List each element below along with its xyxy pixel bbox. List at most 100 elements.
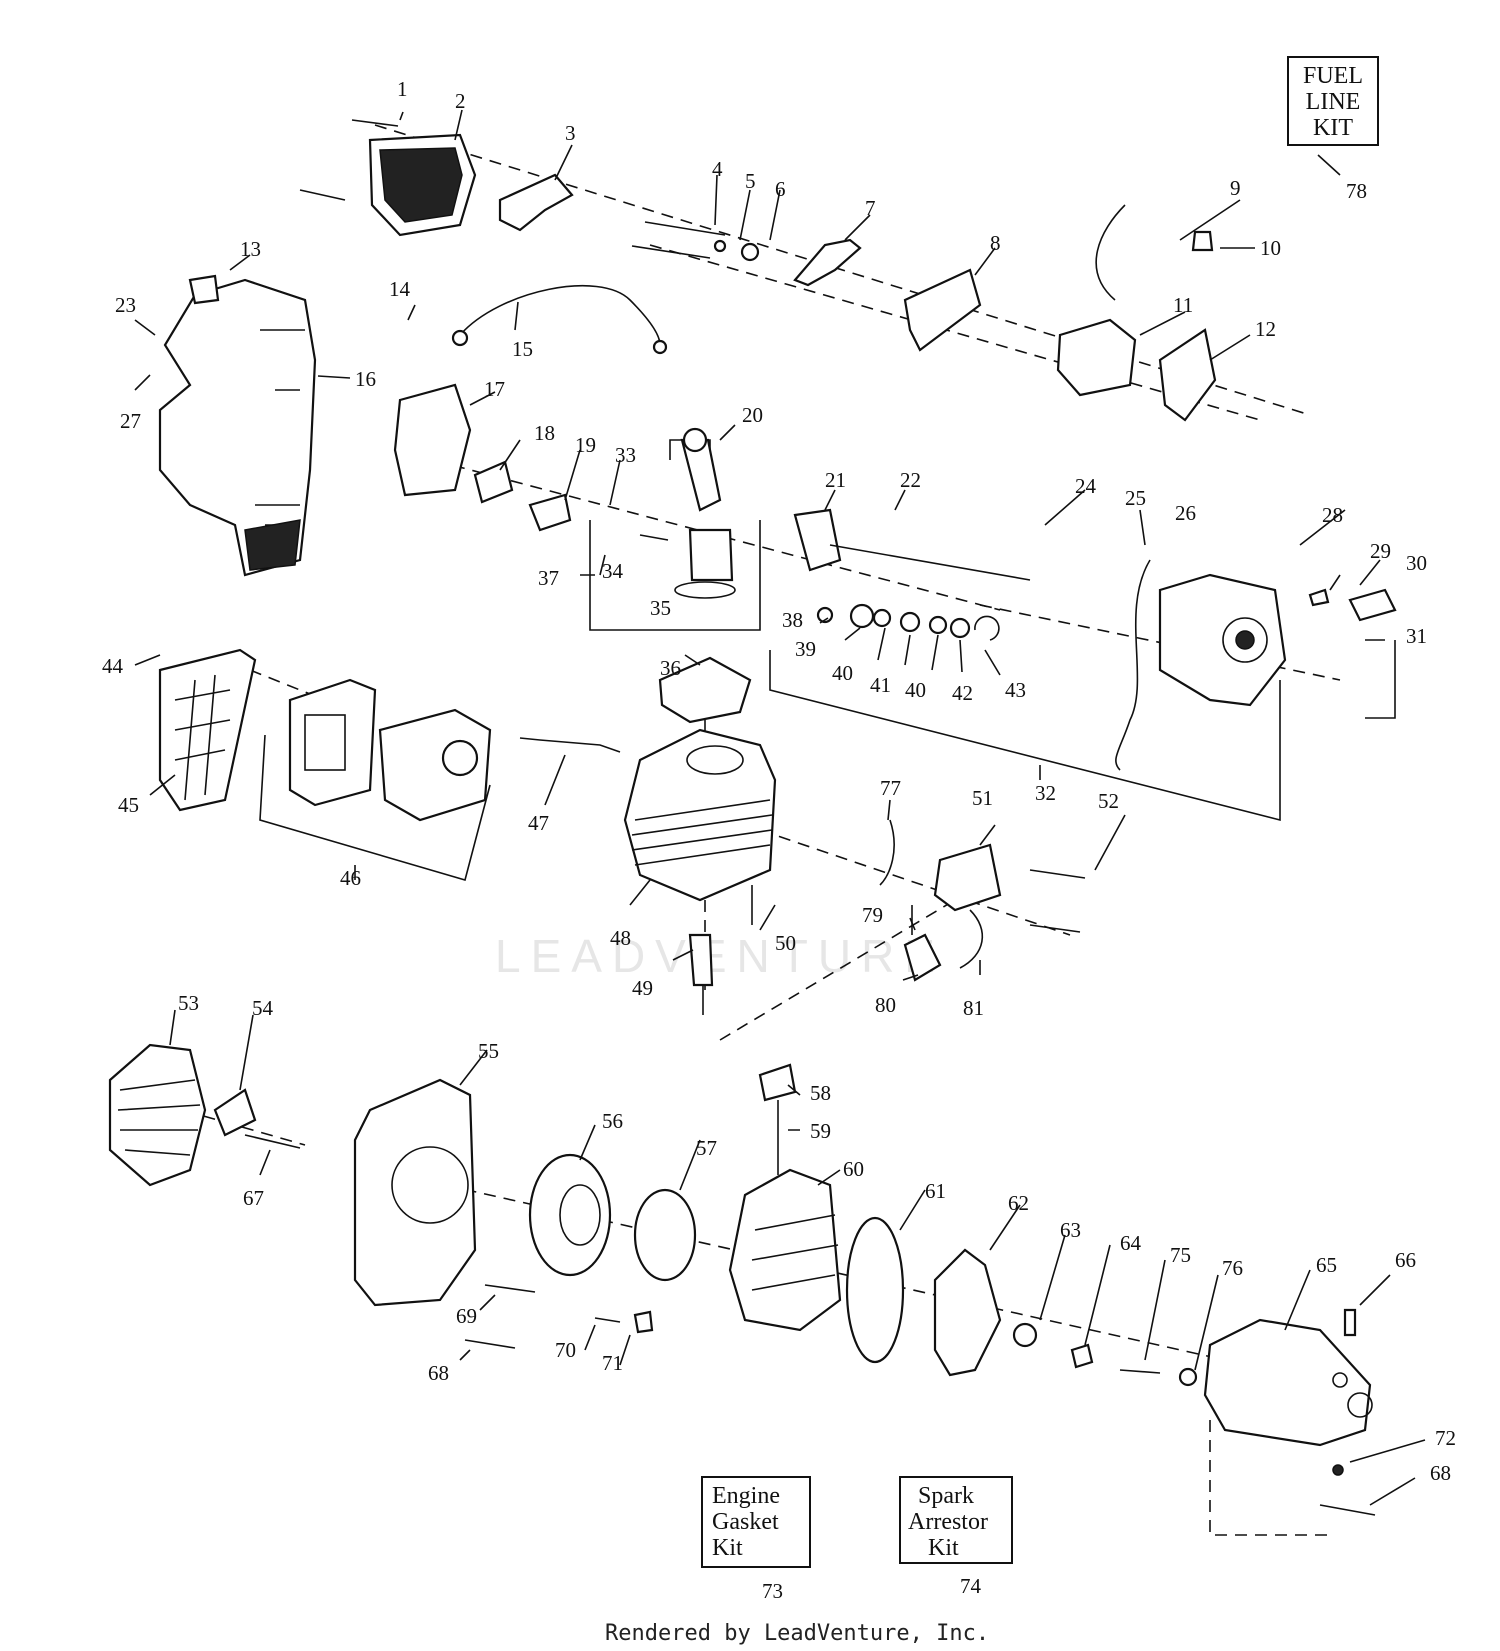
part-46-muffler-assembly	[259, 678, 492, 881]
part-60-starter-housing	[728, 1168, 842, 1332]
label-78: 78	[1346, 179, 1367, 203]
part-19-stop	[528, 493, 572, 532]
part-65-clutch-housing	[1203, 1318, 1373, 1447]
label-13: 13	[240, 237, 261, 261]
label-42: 42	[952, 681, 973, 705]
label-38: 38	[782, 608, 803, 632]
part-55-housing	[353, 1078, 477, 1307]
part-63-washer	[1012, 1322, 1038, 1348]
label-69: 69	[456, 1304, 477, 1328]
label-52: 52	[1098, 789, 1119, 813]
label-51: 51	[972, 786, 993, 810]
part-77-clip	[879, 819, 895, 886]
label-32: 32	[1035, 781, 1056, 805]
label-12: 12	[1255, 317, 1276, 341]
part-80-boot	[903, 933, 942, 982]
part-31-hex-key	[1365, 640, 1396, 719]
part-11-carburetor	[1056, 318, 1137, 397]
part-62-clutch	[933, 1248, 1002, 1377]
label-68b: 68	[1430, 1461, 1451, 1485]
label-34: 34	[602, 559, 624, 583]
label-48: 48	[610, 926, 631, 950]
label-36: 36	[660, 656, 681, 680]
label-9: 9	[1230, 176, 1241, 200]
label-24: 24	[1075, 474, 1097, 498]
label-54: 54	[252, 996, 274, 1020]
label-77: 77	[880, 776, 901, 800]
label-33: 33	[615, 443, 636, 467]
svg-text:Spark: Spark	[918, 1483, 974, 1509]
label-40a: 40	[832, 661, 853, 685]
svg-text:Engine: Engine	[712, 1483, 780, 1509]
svg-text:Gasket: Gasket	[712, 1509, 779, 1535]
part-36-gasket	[658, 656, 752, 724]
label-5: 5	[745, 169, 756, 193]
label-27: 27	[120, 409, 141, 433]
label-49: 49	[632, 976, 653, 1000]
label-81: 81	[963, 996, 984, 1020]
part-17-gasket	[393, 383, 472, 497]
label-21: 21	[825, 468, 846, 492]
part-48-cylinder	[623, 728, 777, 902]
label-26: 26	[1175, 501, 1196, 525]
part-56-pulley	[528, 1153, 612, 1277]
part-47-spring	[519, 737, 621, 753]
part-2-cover	[299, 119, 477, 237]
label-75: 75	[1170, 1243, 1191, 1267]
label-14: 14	[389, 277, 411, 301]
label-44: 44	[102, 654, 124, 678]
label-28: 28	[1322, 503, 1343, 527]
label-64: 64	[1120, 1231, 1142, 1255]
part-81-lead-wire	[959, 909, 984, 969]
part-number-labels: 1 2 3 4 5 6 7 8 9 10 11 12 13 14 15 16 1…	[102, 77, 1456, 1603]
label-20: 20	[742, 403, 763, 427]
svg-text:KIT: KIT	[1313, 115, 1353, 141]
part-66-screw	[1343, 1308, 1357, 1337]
svg-text:FUEL: FUEL	[1303, 63, 1363, 89]
part-26-wire	[1115, 559, 1151, 771]
part-9-fuel-tube	[1095, 204, 1126, 301]
part-71-pawl	[633, 1310, 654, 1334]
label-57: 57	[696, 1136, 717, 1160]
label-25: 25	[1125, 486, 1146, 510]
label-76: 76	[1222, 1256, 1243, 1280]
label-8: 8	[990, 231, 1001, 255]
label-31: 31	[1406, 624, 1427, 648]
label-4: 4	[712, 157, 723, 181]
svg-text:Kit: Kit	[928, 1535, 959, 1561]
part-18-reed	[473, 460, 514, 504]
part-51-ignition-coil	[933, 843, 1002, 912]
watermark: LEADVENTURE	[495, 930, 945, 982]
label-10: 10	[1260, 236, 1281, 260]
label-66: 66	[1395, 1248, 1416, 1272]
part-75-shaft	[1119, 1369, 1161, 1374]
part-72-nut	[1332, 1464, 1344, 1476]
part-57-recoil-spring	[633, 1188, 697, 1282]
label-70: 70	[555, 1338, 576, 1362]
label-63: 63	[1060, 1218, 1081, 1242]
part-29-screw	[1308, 588, 1330, 607]
label-7: 7	[865, 196, 876, 220]
part-28-crankcase	[1158, 573, 1287, 707]
engine-gasket-kit-box: Engine Gasket Kit	[701, 1476, 811, 1568]
label-11: 11	[1173, 293, 1193, 317]
part-68-screw-b	[1319, 1504, 1376, 1516]
label-56: 56	[602, 1109, 623, 1133]
part-45-arrestor-cover	[158, 648, 257, 812]
part-49-spark-plug	[688, 933, 714, 1015]
label-80: 80	[875, 993, 896, 1017]
label-3: 3	[565, 121, 576, 145]
svg-text:Kit: Kit	[712, 1535, 743, 1561]
label-74: 74	[960, 1574, 982, 1598]
part-61-disc	[845, 1216, 905, 1364]
label-79: 79	[862, 903, 883, 927]
leader-lines	[134, 109, 1426, 1546]
part-53-flywheel	[108, 1043, 207, 1187]
part-52-screw	[1029, 869, 1086, 879]
label-50: 50	[775, 931, 796, 955]
part-21-crankshaft	[793, 508, 1031, 581]
part-68-screw-a	[464, 1339, 516, 1349]
label-43: 43	[1005, 678, 1026, 702]
label-40b: 40	[905, 678, 926, 702]
